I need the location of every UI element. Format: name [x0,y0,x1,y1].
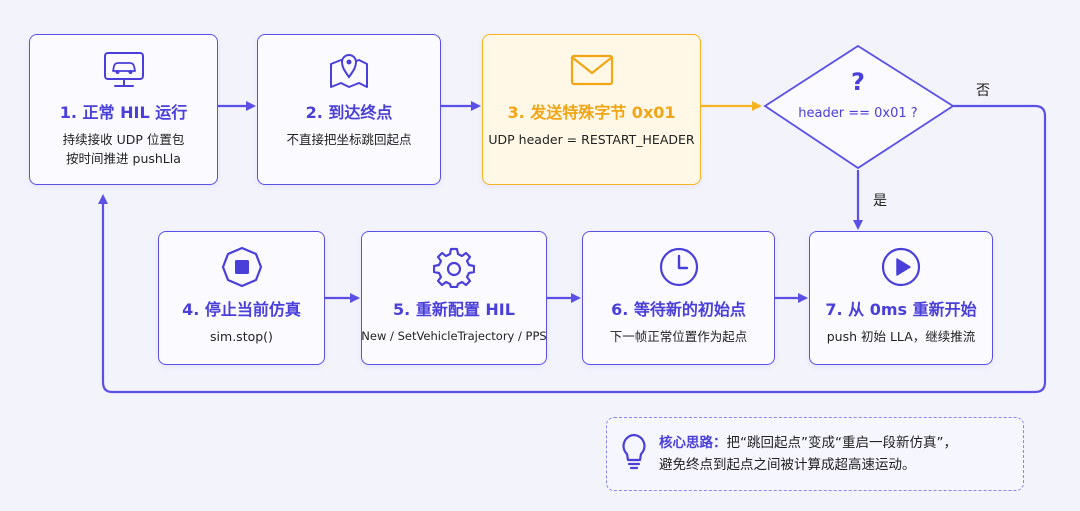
map-pin-icon [326,49,372,91]
decision-yes-label: 是 [873,193,887,209]
step-2-desc-line-1: 不直接把坐标跳回起点 [286,132,412,147]
core-idea-line-1: 把“跳回起点”变成“重启一段新仿真”， [726,435,957,451]
step-6-desc-line-1: 下一帧正常位置作为起点 [609,329,748,344]
step-5-desc: New / SetVehicleTrajectory / PPS [361,327,546,346]
step-7-desc: push 初始 LLA，继续推流 [827,327,976,346]
gear-icon [433,246,475,288]
step-4-desc: sim.stop() [210,327,273,346]
step-4-title: 4. 停止当前仿真 [182,300,301,319]
step-2-box: 2. 到达终点 不直接把坐标跳回起点 [257,34,441,185]
decision-diamond [763,44,955,170]
step-1-desc: 持续接收 UDP 位置包 按时间推进 pushLla [63,130,185,168]
decision-question-mark: ? [851,68,865,96]
step-1-box: 1. 正常 HIL 运行 持续接收 UDP 位置包 按时间推进 pushLla [29,34,218,185]
core-idea-note: 核心思路：把“跳回起点”变成“重启一段新仿真”， 避免终点到起点之间被计算成超高… [606,417,1024,491]
step-3-desc: UDP header = RESTART_HEADER [488,130,694,149]
step-3-box: 3. 发送特殊字节 0x01 UDP header = RESTART_HEAD… [482,34,701,185]
monitor-car-icon [102,49,146,91]
step-6-desc: 下一帧正常位置作为起点 [610,327,748,346]
step-1-desc-line-2: 按时间推进 pushLla [66,151,181,166]
stop-icon [221,246,263,288]
step-1-desc-line-1: 持续接收 UDP 位置包 [62,132,185,147]
step-7-box: 7. 从 0ms 重新开始 push 初始 LLA，继续推流 [809,231,993,365]
core-idea-text: 核心思路：把“跳回起点”变成“重启一段新仿真”， 避免终点到起点之间被计算成超高… [659,432,957,476]
step-5-title: 5. 重新配置 HIL [393,300,515,319]
clock-icon [658,246,700,288]
step-5-desc-line-1: New / SetVehicleTrajectory / PPS [361,329,547,343]
step-2-desc: 不直接把坐标跳回起点 [286,130,411,149]
step-3-title: 3. 发送特殊字节 0x01 [507,103,676,122]
core-idea-key: 核心思路： [659,435,727,451]
step-4-box: 4. 停止当前仿真 sim.stop() [158,231,325,365]
step-3-desc-line-1: UDP header = RESTART_HEADER [488,132,695,147]
decision-text: header == 0x01 ? [798,106,918,121]
core-idea-line-2: 避免终点到起点之间被计算成超高速运动。 [659,457,916,473]
step-2-title: 2. 到达终点 [305,103,393,122]
step-7-title: 7. 从 0ms 重新开始 [825,300,977,319]
step-6-title: 6. 等待新的初始点 [611,300,746,319]
arrow-decision-no [98,104,1047,394]
step-1-title: 1. 正常 HIL 运行 [59,103,188,122]
lightbulb-icon [619,432,649,476]
envelope-icon [569,49,615,91]
step-7-desc-line-1: push 初始 LLA，继续推流 [826,329,976,344]
step-5-box: 5. 重新配置 HIL New / SetVehicleTrajectory /… [361,231,547,365]
step-6-box: 6. 等待新的初始点 下一帧正常位置作为起点 [582,231,775,365]
play-icon [880,246,922,288]
decision-no-label: 否 [976,83,990,99]
step-4-desc-line-1: sim.stop() [210,329,273,344]
